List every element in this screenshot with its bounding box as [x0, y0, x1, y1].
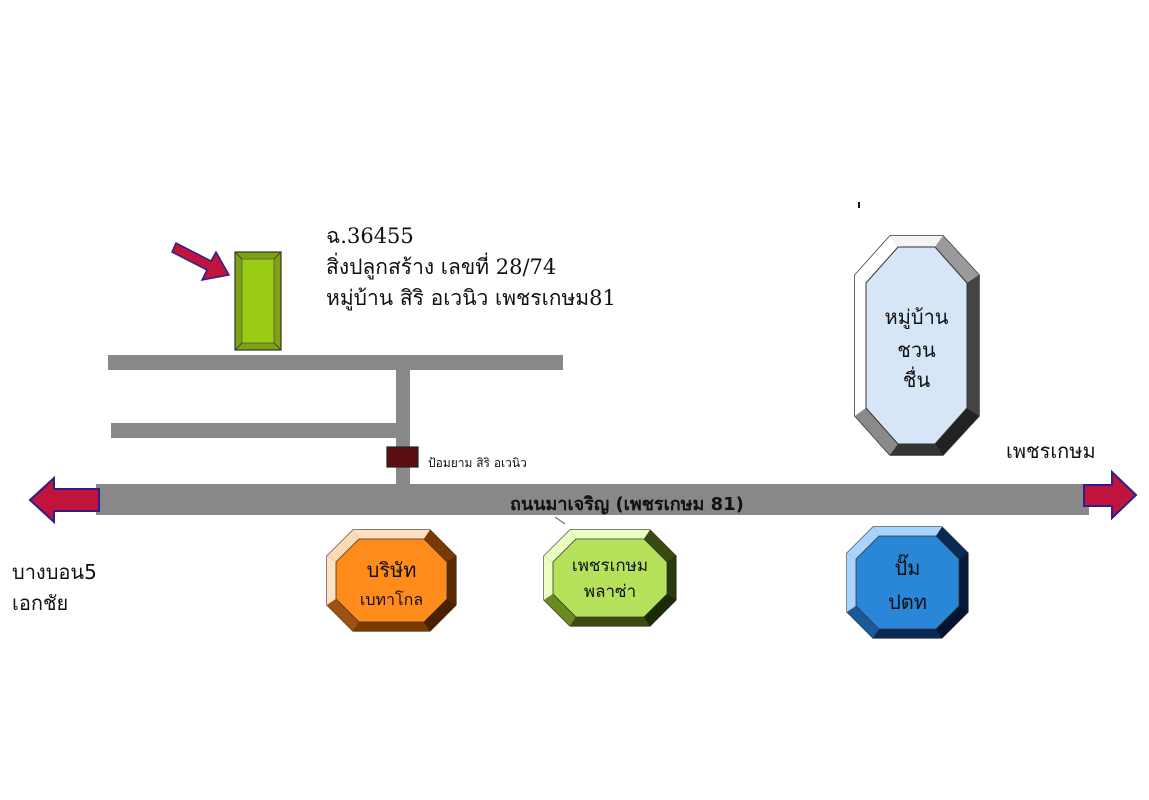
property-pointer-arrow — [171, 241, 231, 282]
chuan-chuen-label-line2: ชวน — [897, 338, 936, 362]
ptt-station-label-line1: ปั๊ม — [894, 556, 921, 580]
soi-road-lower — [111, 423, 406, 438]
phetkasem-plaza-label-line1: เพชรเกษม — [571, 556, 649, 576]
chuan-chuen-label-line3: ชื่น — [902, 368, 931, 392]
right-direction-arrow — [1083, 469, 1138, 521]
betagro-label-line1: บริษัท — [366, 558, 417, 582]
stray-mark — [554, 516, 566, 525]
guard-post-marker — [386, 446, 419, 468]
phetkasem-plaza-marker — [543, 529, 677, 627]
direction-label-left-line2: เอกชัย — [12, 591, 69, 615]
property-deed-number: ฉ.36455 — [326, 224, 414, 248]
property-building-number: สิ่งปลูกสร้าง เลขที่ 28/74 — [326, 255, 557, 279]
main-road-label: ถนนมาเจริญ (เพชรเกษม 81) — [510, 494, 744, 515]
direction-label-right: เพชรเกษม — [1006, 439, 1096, 463]
phetkasem-plaza-label-line2: พลาซ่า — [583, 582, 637, 602]
property-village-name: หมู่บ้าน สิริ อเวนิว เพชรเกษม81 — [326, 286, 616, 310]
chuan-chuen-label-line1: หมู่บ้าน — [884, 305, 949, 329]
chuan-chuen-village-marker — [854, 235, 980, 456]
stray-mark — [858, 202, 860, 208]
guard-post-label: ป้อมยาม สิริ อเวนิว — [428, 456, 527, 470]
ptt-station-marker — [846, 526, 969, 639]
direction-label-left-line1: บางบอน5 — [12, 560, 97, 584]
betagro-marker — [326, 529, 457, 632]
main-road — [96, 484, 1089, 515]
soi-road-upper — [108, 355, 563, 370]
betagro-label-line2: เบทาโกล — [359, 590, 424, 609]
ptt-station-label-line2: ปตท — [888, 590, 927, 614]
left-direction-arrow — [28, 475, 100, 525]
property-marker — [234, 251, 282, 351]
